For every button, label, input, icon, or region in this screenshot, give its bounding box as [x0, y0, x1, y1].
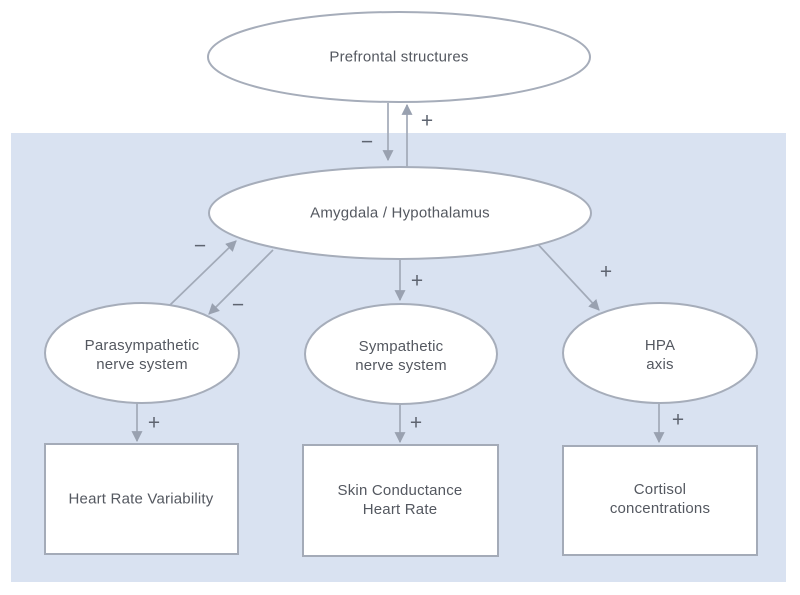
node-ellipse-prefrontal [207, 11, 591, 103]
edge-sign-amygdala-to-sympathetic: + [410, 269, 424, 293]
node-box-cortisol [562, 445, 758, 556]
edge-sign-amygdala-to-hpa: + [599, 260, 613, 284]
edge-parasympathetic-to-amygdala [169, 240, 237, 306]
edge-sign-parasympathetic-to-amygdala: − [193, 234, 207, 258]
node-label-parasympathetic: Parasympathetic nerve system [84, 337, 200, 373]
node-ellipse-hpa [562, 302, 758, 404]
node-label-hrv: Heart Rate Variability [68, 490, 214, 508]
node-label-amygdala: Amygdala / Hypothalamus [310, 204, 490, 222]
node-label-cortisol: Cortisol concentrations [609, 481, 711, 517]
edge-sign-hpa-to-cortisol: + [671, 408, 685, 432]
node-box-skin [302, 444, 499, 557]
node-box-hrv [44, 443, 239, 555]
edge-sign-parasympathetic-to-hrv: + [147, 411, 161, 435]
edge-amygdala-to-hpa [532, 238, 600, 311]
edge-amygdala-to-parasympathetic [208, 249, 274, 315]
node-ellipse-amygdala [208, 166, 592, 260]
edge-group [131, 103, 665, 444]
edge-sign-amygdala-to-prefrontal: + [420, 109, 434, 133]
node-group [44, 11, 758, 557]
node-ellipse-sympathetic [304, 303, 498, 405]
node-label-prefrontal: Prefrontal structures [329, 48, 469, 66]
node-label-hpa: HPA axis [644, 337, 676, 373]
node-ellipse-parasympathetic [44, 302, 240, 404]
node-label-sympathetic: Sympathetic nerve system [355, 338, 447, 374]
edge-sign-prefrontal-to-amygdala: − [360, 130, 374, 154]
edge-sign-sympathetic-to-skin: + [409, 411, 423, 435]
edge-sign-amygdala-to-parasympathetic: − [231, 293, 245, 317]
node-label-skin: Skin Conductance Heart Rate [337, 482, 463, 518]
